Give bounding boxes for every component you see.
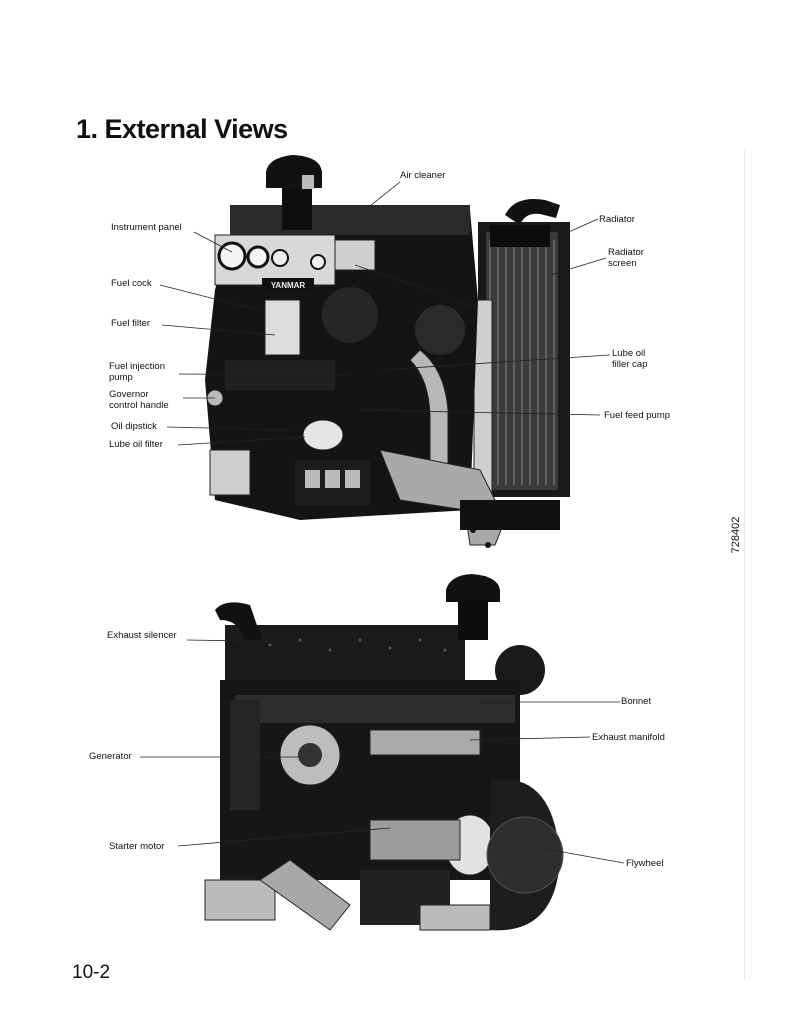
label-lube-oil-filter: Lube oil filter [109, 439, 163, 450]
label-bonnet: Bonnet [621, 696, 652, 707]
label-fuel-feed-pump: Fuel feed pump [604, 410, 671, 421]
label-exhaust-silencer: Exhaust silencer [107, 630, 177, 641]
label-air-cleaner: Air cleaner [400, 170, 446, 181]
label-instrument-panel: Instrument panel [111, 222, 182, 233]
page-title: 1. External Views [76, 114, 288, 144]
label-fuel-filter: Fuel filter [111, 318, 151, 329]
label-starter-motor: Starter motor [109, 841, 165, 852]
label-fuel-cock: Fuel cock [111, 278, 152, 289]
label-radiator: Radiator [599, 214, 635, 225]
scan-edge-line [744, 150, 745, 980]
label-oil-dipstick: Oil dipstick [111, 421, 157, 432]
page-number: 10-2 [72, 962, 111, 983]
yanmar-logo-plate: YANMAR [271, 281, 306, 290]
label-flywheel: Flywheel [626, 858, 664, 869]
label-exhaust-manifold: Exhaust manifold [592, 732, 665, 743]
label-generator: Generator [89, 751, 132, 762]
